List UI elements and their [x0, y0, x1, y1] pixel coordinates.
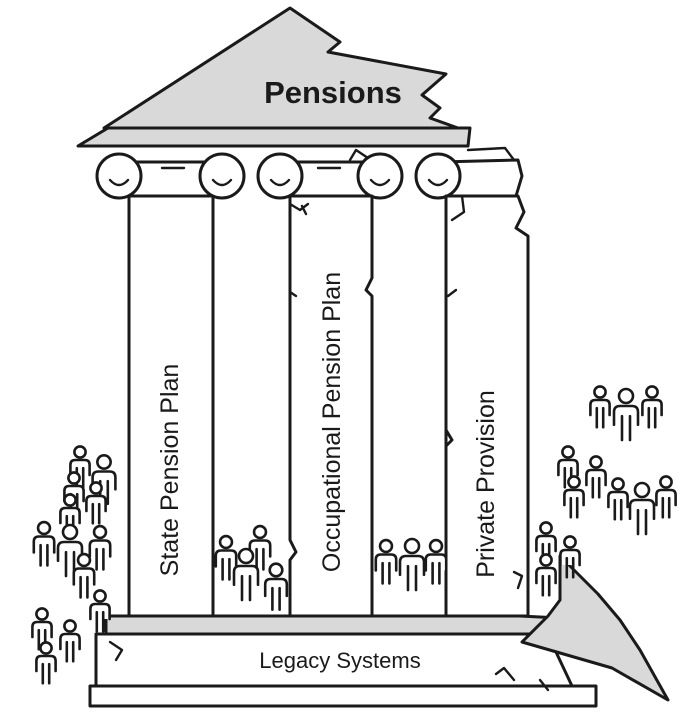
person-icon [398, 537, 426, 592]
base: Legacy Systems [88, 554, 670, 708]
person-icon [248, 524, 272, 571]
person-icon [31, 607, 53, 651]
person-icon [85, 481, 107, 525]
person-icon [214, 534, 238, 581]
person-icon [88, 524, 112, 571]
pillar-label-private: Private Provision [472, 390, 500, 578]
person-icon [607, 477, 629, 521]
person-icon [563, 475, 585, 519]
person-icon [59, 619, 81, 663]
person-icon [69, 445, 91, 489]
person-icon [655, 475, 677, 519]
person-icon [374, 538, 398, 585]
person-icon [32, 520, 56, 567]
person-icon [559, 535, 581, 579]
person-icon [535, 553, 557, 597]
base-label: Legacy Systems [259, 648, 420, 673]
person-icon [589, 385, 611, 429]
person-icon [89, 589, 111, 633]
person-icon [612, 387, 640, 442]
person-icon [585, 455, 607, 499]
person-icon [263, 562, 289, 611]
roof-title: Pensions [264, 75, 402, 110]
person-icon [628, 481, 656, 536]
person-icon [56, 523, 84, 578]
person-icon [557, 445, 579, 489]
pillar-labels: State Pension Plan Occupational Pension … [156, 272, 500, 578]
person-icon [232, 547, 260, 602]
pillar-label-state: State Pension Plan [156, 364, 184, 577]
person-icon [35, 641, 57, 685]
capitals [95, 146, 524, 200]
person-icon [424, 538, 448, 585]
roof: Pensions [76, 6, 472, 148]
people-figures [31, 385, 677, 685]
person-icon [72, 552, 96, 599]
pillar-label-occupational: Occupational Pension Plan [318, 272, 346, 572]
person-icon [641, 385, 663, 429]
